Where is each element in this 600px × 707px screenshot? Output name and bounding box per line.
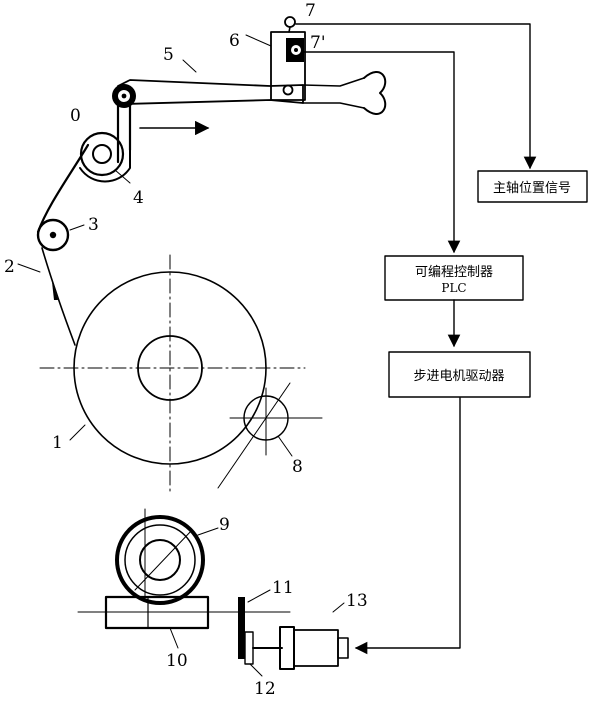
label-13: 13 <box>346 591 368 611</box>
gear-8 <box>217 382 323 489</box>
yarn-2 <box>17 143 90 346</box>
guide-roller-3 <box>36 218 85 252</box>
label-3: 3 <box>88 215 99 235</box>
plc-box <box>384 255 524 301</box>
spindle-signal-box <box>477 170 588 203</box>
stepper-driver-box <box>388 351 531 398</box>
spindle-signal-text: 主轴位置信号 <box>493 181 571 196</box>
lever-5 <box>112 59 387 164</box>
label-4: 4 <box>133 188 144 208</box>
label-11: 11 <box>272 578 294 598</box>
worm-wheel-9 <box>115 508 219 605</box>
label-10: 10 <box>166 651 188 671</box>
stepper-driver-text: 步进电机驱动器 <box>413 369 504 384</box>
gears-11-12 <box>238 589 271 677</box>
roller-4 <box>79 131 131 184</box>
label-9: 9 <box>219 515 230 535</box>
large-roller-1 <box>39 254 306 496</box>
label-2: 2 <box>4 257 15 277</box>
label-8: 8 <box>292 457 303 477</box>
label-1: 1 <box>52 433 63 453</box>
label-5: 5 <box>163 45 174 65</box>
label-6: 6 <box>229 31 240 51</box>
label-7: 7 <box>305 1 316 21</box>
stepper-motor-13 <box>252 602 349 670</box>
label-0: 0 <box>70 106 81 126</box>
label-7-prime: 7' <box>310 33 326 53</box>
plc-text-line1: 可编程控制器 <box>415 265 493 280</box>
signal-lines <box>295 23 537 655</box>
plc-text-line2: PLC <box>441 281 466 295</box>
label-12: 12 <box>254 679 276 699</box>
sensor-bracket-6 <box>245 16 306 101</box>
worm-shaft-10 <box>77 595 291 649</box>
